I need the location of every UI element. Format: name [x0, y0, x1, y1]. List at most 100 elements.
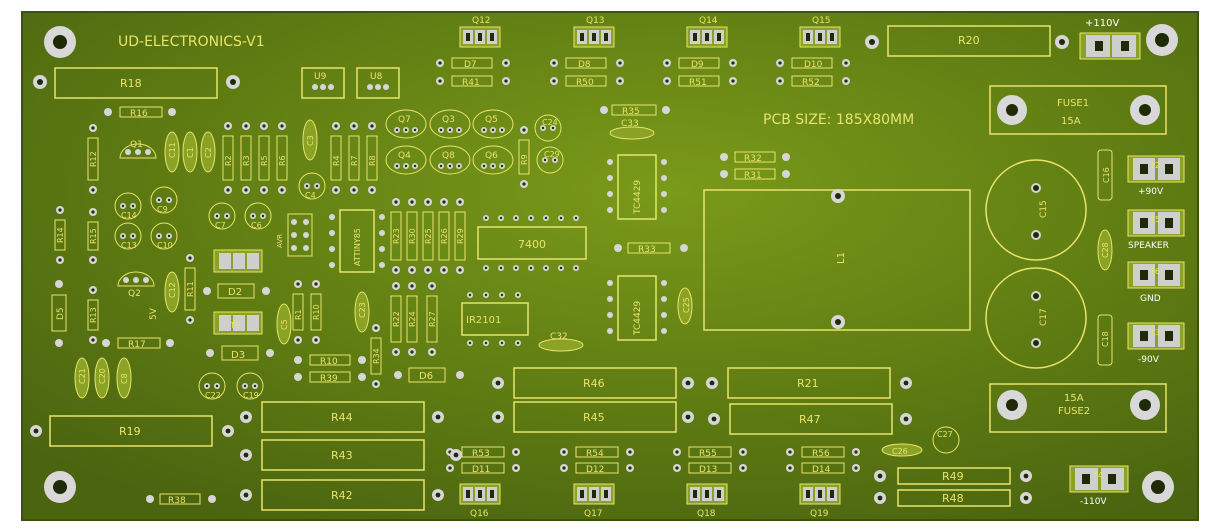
pad-hole [91, 210, 95, 214]
label-u8: U8 [370, 72, 383, 82]
label-tc4429-top: TC4429 [633, 180, 643, 215]
label-bottom-fet-d: D12 [586, 465, 604, 475]
label-speaker: SPEAKER [1128, 241, 1169, 251]
cap-c23: C23 [354, 291, 370, 333]
label-r19: R19 [119, 425, 141, 438]
pad-hole [458, 268, 462, 272]
cap-c19: C19 [236, 372, 264, 400]
label-r48: R48 [942, 492, 964, 505]
fuse1 [989, 85, 1167, 135]
resistor-body [366, 135, 378, 181]
cap-c16 [1097, 149, 1113, 201]
label-t5: T5 [1149, 215, 1160, 224]
pad-hole [685, 414, 691, 420]
cap-body [182, 131, 198, 173]
resistor-body [438, 211, 450, 261]
cap-c5: C5 [276, 303, 292, 345]
label-c8: C8 [120, 373, 129, 384]
cap-c20: C20 [94, 357, 110, 399]
label-top-fet-q: Q12 [472, 16, 491, 26]
resistor-r39: R39 [294, 371, 366, 384]
label-top-fet-d: D9 [691, 60, 704, 70]
pad-hole [553, 158, 557, 162]
pad-hole [394, 284, 398, 288]
pad-hole [430, 350, 434, 354]
transistor-outline [385, 109, 427, 139]
terminal-plus90: T2 +90V [1127, 155, 1185, 197]
label-t3: T3 [1149, 328, 1160, 337]
resistor-body [426, 295, 438, 343]
diode-box [688, 462, 732, 474]
resistor-body [330, 135, 342, 181]
label-c15: C15 [1039, 200, 1049, 218]
resistor-body [87, 137, 99, 181]
resistor-r35 [611, 104, 657, 116]
label-bottom-fet-q: Q18 [697, 509, 716, 519]
label-c6: C6 [251, 221, 262, 230]
label-t1: T1 [229, 321, 240, 330]
fet-pin-hole [490, 33, 494, 41]
label-attiny85: ATTINY85 [353, 228, 362, 266]
label-fuse1: FUSE1 [1057, 98, 1089, 109]
pad-hole [121, 204, 125, 208]
label-r14: R14 [56, 227, 65, 243]
label-top-fet-q: Q14 [699, 16, 718, 26]
pad-hole [491, 164, 495, 168]
transistor-q4: Q4 [385, 145, 427, 175]
pad-hole [903, 416, 909, 422]
fet-pin-hole [830, 33, 834, 41]
resistor-r46: R46 [492, 367, 694, 399]
resistor-r45: R45 [492, 401, 694, 433]
resistor-box [451, 75, 493, 87]
pad-hole [251, 214, 255, 218]
pad-hole [314, 338, 318, 342]
resistor-body [261, 479, 425, 511]
pad-hole [854, 450, 858, 454]
pad-hole [296, 338, 300, 342]
label-c11: C11 [168, 142, 177, 158]
resistor-r7: R7 [348, 122, 360, 194]
pad-hole [551, 126, 555, 130]
pad-hole [131, 204, 135, 208]
resistor-body [518, 139, 530, 175]
pad-hole [374, 326, 378, 330]
label-t6: T6 [1149, 267, 1160, 276]
label-r30: R30 [408, 228, 417, 244]
cap-c14: C14 [114, 192, 142, 220]
label-t2: T2 [1149, 161, 1160, 170]
pad-hole [504, 79, 508, 83]
cap-outline [298, 172, 326, 200]
label-q2: Q2 [128, 289, 141, 299]
cap-c22: C22 [198, 372, 226, 400]
resistor-r49: R49 [874, 467, 1032, 485]
pad-hole [404, 128, 408, 132]
pad-hole [58, 258, 62, 262]
label-c3: C3 [306, 135, 315, 146]
pad-hole [618, 79, 622, 83]
label-top-fet-d: D7 [464, 60, 477, 70]
resistor-body [184, 267, 196, 311]
pad-hole [91, 126, 95, 130]
label-fuse2-val: 15A [1064, 393, 1084, 404]
pad-hole [91, 288, 95, 292]
label-r5: R5 [260, 155, 269, 166]
pad-hole [305, 184, 309, 188]
resistor-r33: R33 [614, 242, 688, 255]
cap-c27 [932, 426, 960, 454]
pad-hole [404, 164, 408, 168]
pad-hole [877, 495, 883, 501]
label-r34: R34 [372, 348, 381, 364]
pad-hole [628, 466, 632, 470]
label-gnd: GND [1140, 294, 1161, 304]
fet-pin-hole [705, 490, 709, 498]
resistor-r31: R31 [720, 168, 790, 181]
cap-c25 [677, 287, 693, 325]
label-bottom-fet-d: D14 [812, 465, 831, 475]
diode-d3: D3 [206, 345, 274, 361]
pad-hole [205, 384, 209, 388]
label-ir2101: IR2101 [466, 315, 501, 326]
pad-hole [453, 452, 459, 458]
